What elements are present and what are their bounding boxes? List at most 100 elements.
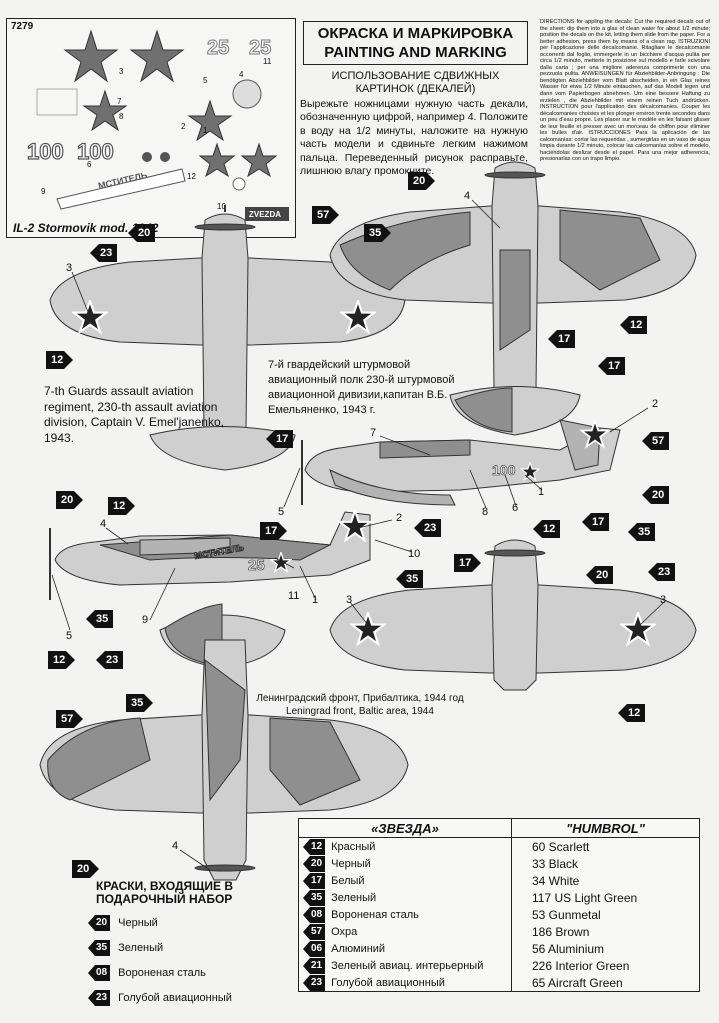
paint-callout: 12 bbox=[108, 497, 136, 515]
decal-instructions-heading: ИСПОЛЬЗОВАНИЕ СДВИЖНЫХ КАРТИНОК (ДЕКАЛЕЙ… bbox=[331, 70, 500, 95]
paint-callout: 57 bbox=[312, 206, 340, 224]
part-label: 4 bbox=[172, 840, 179, 852]
legend-header-zvezda: «ЗВЕЗДА» bbox=[299, 819, 512, 838]
paint-callout: 20 bbox=[128, 224, 156, 242]
part-label: 11 bbox=[288, 590, 300, 602]
decal-instructions-ru: Вырежьте ножницами нужную часть декали, … bbox=[300, 98, 528, 178]
legend-header-humbrol: "HUMBROL" bbox=[511, 819, 699, 838]
decal-brand: ZVEZDA bbox=[249, 210, 281, 219]
part-label: 9 bbox=[142, 614, 149, 626]
decal-25-b: 25 bbox=[249, 37, 271, 59]
scheme1-caption-en: 7-th Guards assault aviation regiment, 2… bbox=[44, 384, 224, 445]
paint-callout: 23 bbox=[648, 563, 676, 581]
paint-callout: 17 bbox=[454, 554, 482, 572]
paint-callout: 20 bbox=[72, 860, 100, 878]
decal-label: 2 bbox=[181, 122, 186, 131]
title-ru: ОКРАСКА И МАРКИРОВКА bbox=[317, 25, 514, 42]
decal-label: 4 bbox=[239, 70, 244, 79]
part-label: 10 bbox=[408, 548, 421, 560]
part-label: 5 bbox=[66, 630, 73, 642]
aircraft-code-100: 100 bbox=[492, 462, 516, 478]
part-label: 4 bbox=[464, 190, 471, 202]
decal-100-b: 100 bbox=[77, 139, 114, 164]
kit-number: 7279 bbox=[11, 21, 34, 32]
plane-top-view-2 bbox=[329, 161, 697, 436]
title-en: PAINTING AND MARKING bbox=[324, 44, 507, 61]
decal-label: 7 bbox=[117, 97, 122, 106]
decal-label: 10 bbox=[217, 202, 226, 211]
decal-instructions-multilingual: DIRECTIONS for appling the decals: Cut t… bbox=[540, 19, 710, 163]
scheme2-caption-en: Leningrad front, Baltic area, 1944 bbox=[286, 706, 434, 717]
decal-label: 5 bbox=[203, 76, 208, 85]
part-label: 3 bbox=[346, 594, 353, 606]
paint-callout: 17 bbox=[548, 330, 576, 348]
part-label: 8 bbox=[482, 506, 489, 518]
paint-callout: 35 bbox=[126, 694, 154, 712]
decal-100-a: 100 bbox=[27, 139, 64, 164]
decal-label: 9 bbox=[41, 187, 46, 196]
paint-callout: 57 bbox=[642, 432, 670, 450]
gift-set-heading: КРАСКИ, ВХОДЯЩИЕ В ПОДАРОЧНЫЙ НАБОР bbox=[96, 879, 234, 906]
decal-sheet-title: IL-2 Stormovik mod. 1942 bbox=[13, 221, 159, 235]
paint-callout: 35 bbox=[628, 523, 656, 541]
part-label: 3 bbox=[66, 262, 73, 274]
part-label: 2 bbox=[652, 398, 659, 410]
paint-callout: 23 bbox=[414, 519, 442, 537]
paint-callout: 12 bbox=[620, 316, 648, 334]
decal-sheet: 7279 25 25 100 100 МСТИТЕЛЬ ZVEZDA 3 5 4… bbox=[6, 18, 296, 238]
paint-callout: 17 bbox=[260, 522, 288, 540]
part-label: 5 bbox=[278, 506, 285, 518]
part-label: 6 bbox=[512, 502, 519, 514]
decal-label: 12 bbox=[187, 172, 196, 181]
paint-callout: 20 bbox=[642, 486, 670, 504]
paint-callout: 35 bbox=[396, 570, 424, 588]
paint-callout: 20 bbox=[56, 491, 84, 509]
page-title: ОКРАСКА И МАРКИРОВКА PAINTING AND MARKIN… bbox=[303, 21, 528, 65]
scheme1-caption-ru: 7-й гвардейский штурмовой авиационный по… bbox=[268, 359, 455, 416]
paint-callout: 20 bbox=[586, 566, 614, 584]
paint-callout: 12 bbox=[533, 520, 561, 538]
part-label: 3 bbox=[660, 594, 667, 606]
decal-label: 6 bbox=[87, 160, 92, 169]
part-label: 4 bbox=[100, 518, 107, 530]
part-label: 1 bbox=[538, 486, 545, 498]
paint-callout: 17 bbox=[598, 357, 626, 375]
paint-callout: 23 bbox=[96, 651, 124, 669]
scheme2-caption: Ленинградский фронт, Прибалтика, 1944 го… bbox=[240, 692, 480, 718]
decal-25-a: 25 bbox=[207, 37, 229, 59]
paint-callout: 20 bbox=[408, 172, 436, 190]
part-label: 7 bbox=[370, 427, 377, 439]
part-label: 2 bbox=[396, 512, 403, 524]
decal-sheet-drawing: 25 25 100 100 МСТИТЕЛЬ ZVEZDA 3 5 4 2 7 … bbox=[26, 29, 289, 221]
paint-callout: 17 bbox=[582, 513, 610, 531]
paint-callout: 17 bbox=[266, 430, 294, 448]
decal-label: 8 bbox=[119, 112, 124, 121]
decal-label: 11 bbox=[263, 57, 272, 66]
decal-label: 3 bbox=[119, 67, 124, 76]
aircraft-code-25: 25 bbox=[248, 557, 265, 574]
plane-side-view-1: 100 bbox=[301, 419, 621, 506]
scheme2-caption-ru: Ленинградский фронт, Прибалтика, 1944 го… bbox=[256, 693, 464, 704]
plane-top-view-4 bbox=[39, 603, 409, 881]
paint-callout: 23 bbox=[90, 244, 118, 262]
part-label: 1 bbox=[312, 594, 319, 606]
paint-callout: 57 bbox=[56, 710, 84, 728]
paint-callout: 12 bbox=[48, 651, 76, 669]
plane-top-view-1 bbox=[49, 205, 406, 471]
paint-callout: 12 bbox=[46, 351, 74, 369]
